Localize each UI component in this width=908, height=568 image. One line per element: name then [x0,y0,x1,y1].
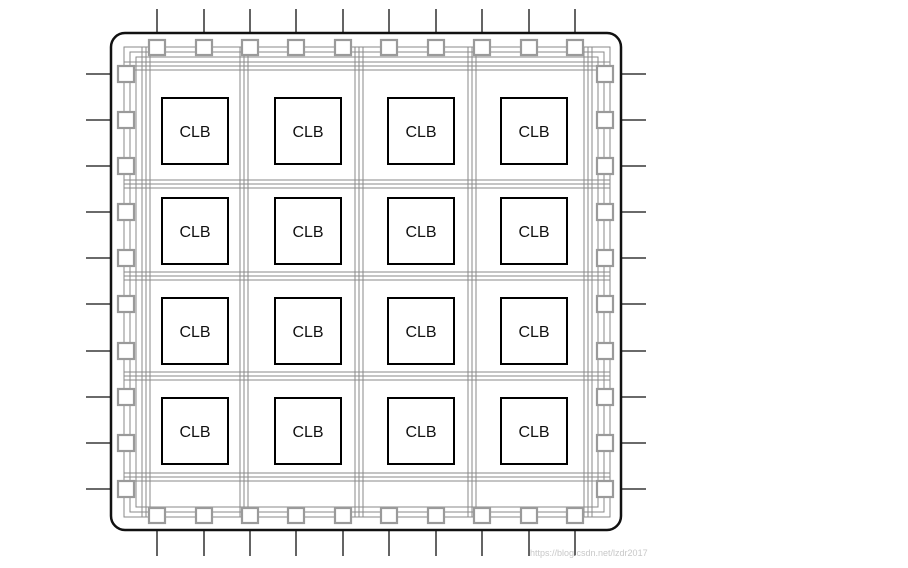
io-block-right [595,110,615,130]
routing-channels [123,46,611,518]
clb-block: CLB [161,297,229,365]
clb-block: CLB [387,97,455,165]
clb-label: CLB [292,324,323,341]
io-block-top [147,38,167,57]
clb-block: CLB [161,197,229,265]
clb-block: CLB [274,197,342,265]
clb-box [387,297,455,365]
clb-block: CLB [387,397,455,465]
io-block-right [595,294,615,314]
clb-label: CLB [179,324,210,341]
io-block-top [519,38,539,57]
io-block-right [595,248,615,268]
clb-box [161,97,229,165]
clb-label: CLB [292,124,323,141]
io-block-bottom [379,506,399,525]
io-block-top [379,38,399,57]
clb-label: CLB [405,424,436,441]
io-block-bottom [240,506,260,525]
chip-outline [109,31,623,532]
io-block-right [595,202,615,222]
clb-block: CLB [161,97,229,165]
clb-block: CLB [161,397,229,465]
routing-ring [123,46,611,518]
io-block-right [595,479,615,499]
io-block-left [116,202,136,222]
clb-label: CLB [292,424,323,441]
clb-label: CLB [518,224,549,241]
io-block-top [333,38,353,57]
io-block-top [240,38,260,57]
clb-box [161,297,229,365]
clb-label: CLB [405,324,436,341]
clb-label: CLB [179,424,210,441]
io-block-right [595,156,615,176]
clb-block: CLB [274,297,342,365]
clb-block: CLB [387,197,455,265]
clb-block: CLB [500,397,568,465]
io-block-top [565,38,585,57]
clb-label: CLB [179,224,210,241]
io-block-bottom [147,506,167,525]
clb-box [387,97,455,165]
clb-block: CLB [274,397,342,465]
clb-box [500,97,568,165]
io-block-bottom [426,506,446,525]
clb-grid: CLB CLB CLB CLB CLB CLB CLB CLB CLB CLB CLB CLB CLB C… [161,97,568,465]
io-block-left [116,294,136,314]
io-block-bottom [194,506,214,525]
io-block-left [116,156,136,176]
io-block-top [194,38,214,57]
io-block-bottom [565,506,585,525]
clb-block: CLB [387,297,455,365]
io-block-bottom [519,506,539,525]
clb-block: CLB [274,97,342,165]
clb-block: CLB [500,97,568,165]
clb-label: CLB [518,124,549,141]
io-block-right [595,433,615,453]
pin-leads [86,9,646,556]
io-block-left [116,64,136,84]
io-block-left [116,248,136,268]
clb-label: CLB [179,124,210,141]
clb-block: CLB [500,197,568,265]
clb-box [500,197,568,265]
io-block-right [595,387,615,407]
clb-label: CLB [518,324,549,341]
clb-block: CLB [500,297,568,365]
io-block-right [595,64,615,84]
clb-box [274,97,342,165]
clb-box [387,397,455,465]
clb-box [274,397,342,465]
io-block-right [595,341,615,361]
clb-label: CLB [405,124,436,141]
routing-ring [129,51,605,513]
io-block-bottom [286,506,306,525]
io-block-left [116,433,136,453]
io-block-top [286,38,306,57]
routing-ring [135,56,599,508]
io-block-bottom [472,506,492,525]
io-block-top [472,38,492,57]
clb-box [274,297,342,365]
clb-box [161,197,229,265]
io-block-top [426,38,446,57]
io-block-left [116,479,136,499]
watermark-text: https://blog.csdn.net/lzdr2017 [530,548,648,558]
clb-box [387,197,455,265]
clb-box [500,397,568,465]
clb-label: CLB [292,224,323,241]
io-block-left [116,341,136,361]
io-block-bottom [333,506,353,525]
clb-label: CLB [518,424,549,441]
io-blocks [116,38,615,525]
io-block-left [116,387,136,407]
clb-box [161,397,229,465]
clb-box [500,297,568,365]
io-block-left [116,110,136,130]
clb-label: CLB [405,224,436,241]
clb-box [274,197,342,265]
